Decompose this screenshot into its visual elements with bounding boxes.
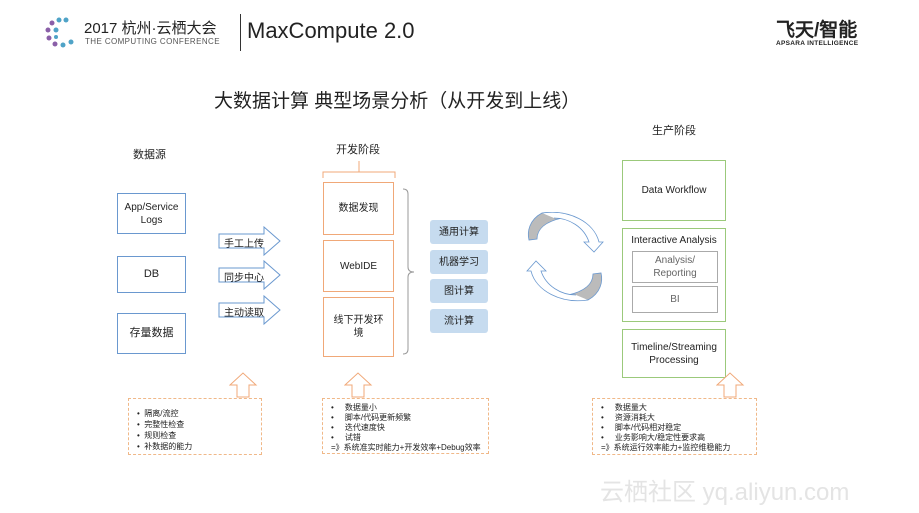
note-item: • 业务影响大/稳定性要求高 bbox=[601, 433, 706, 442]
note-item: • 隔离/流控 bbox=[137, 409, 179, 418]
note-summary: =》系统准实时能力+开发效率+Debug效率 bbox=[331, 443, 481, 452]
dev-data-discovery: 数据发现 bbox=[323, 182, 394, 235]
header-divider bbox=[240, 14, 241, 51]
conference-subtitle: THE COMPUTING CONFERENCE bbox=[85, 37, 220, 46]
conference-title: 2017 杭州·云栖大会 bbox=[84, 20, 217, 37]
dev-bracket bbox=[322, 161, 396, 178]
compute-general: 通用计算 bbox=[430, 220, 488, 244]
dev-webide: WebIDE bbox=[323, 240, 394, 292]
arrow-up-icon bbox=[716, 372, 745, 398]
brand-logo: 飞天/智能 bbox=[776, 20, 858, 41]
source-db: DB bbox=[117, 256, 186, 293]
note-item: • 完整性检查 bbox=[137, 420, 185, 429]
note-item: • 规则检查 bbox=[137, 431, 177, 440]
prod-notes: • 数据量大 • 资源消耗大 • 脚本/代码相对稳定 • 业务影响大/稳定性要求… bbox=[592, 398, 757, 455]
cycle-arrows-icon bbox=[526, 212, 604, 302]
ingest-manual-upload: 手工上传 bbox=[224, 239, 264, 250]
arrow-right-icon bbox=[218, 226, 281, 257]
note-item: • 数据量小 bbox=[331, 403, 377, 412]
dev-offline-env: 线下开发环境 bbox=[323, 297, 394, 357]
source-stock-data: 存量数据 bbox=[117, 313, 186, 354]
dev-stage-label: 开发阶段 bbox=[336, 144, 380, 156]
note-item: • 脚本/代码更新频繁 bbox=[331, 413, 412, 422]
dev-notes: • 数据量小 • 脚本/代码更新频繁 • 迭代速度快 • 试错 =》系统准实时能… bbox=[322, 398, 489, 454]
note-item: • 资源消耗大 bbox=[601, 413, 655, 422]
prod-analysis-reporting: Analysis/ Reporting bbox=[632, 251, 718, 283]
conference-logo-icon bbox=[45, 17, 74, 48]
brand-subtitle: APSARA INTELLIGENCE bbox=[776, 40, 859, 47]
compute-graph: 图计算 bbox=[430, 279, 488, 303]
note-item: • 迭代速度快 bbox=[331, 423, 385, 432]
interactive-analysis-label: Interactive Analysis bbox=[631, 235, 717, 246]
prod-data-workflow: Data Workflow bbox=[622, 160, 726, 221]
sources-label: 数据源 bbox=[133, 149, 166, 161]
curly-brace bbox=[402, 188, 415, 355]
compute-ml: 机器学习 bbox=[430, 250, 488, 274]
note-summary: =》系统运行效率能力+监控维稳能力 bbox=[601, 443, 731, 452]
slide-title: 大数据计算 典型场景分析（从开发到上线） bbox=[214, 91, 581, 112]
source-app-logs: App/Service Logs bbox=[117, 193, 186, 234]
ingest-active-read: 主动读取 bbox=[224, 308, 264, 319]
note-item: • 试错 bbox=[331, 433, 361, 442]
note-item: • 数据量大 bbox=[601, 403, 647, 412]
ingest-arrows bbox=[218, 226, 281, 326]
ingest-sync-center: 同步中心 bbox=[224, 273, 264, 284]
arrow-right-icon bbox=[218, 259, 281, 291]
arrow-up-icon bbox=[229, 372, 258, 398]
watermark: 云栖社区 yq.aliyun.com bbox=[600, 479, 850, 506]
prod-stage-label: 生产阶段 bbox=[652, 125, 696, 137]
prod-bi: BI bbox=[632, 286, 718, 313]
note-item: • 补数据的能力 bbox=[137, 442, 193, 451]
product-title: MaxCompute 2.0 bbox=[247, 18, 415, 43]
prod-streaming: Timeline/Streaming Processing bbox=[622, 329, 726, 378]
arrow-up-icon bbox=[344, 372, 373, 398]
prod-interactive-analysis: Interactive Analysis bbox=[622, 228, 726, 322]
compute-stream: 流计算 bbox=[430, 309, 488, 333]
note-item: • 脚本/代码相对稳定 bbox=[601, 423, 682, 432]
arrow-right-icon bbox=[218, 294, 281, 326]
source-notes: • 隔离/流控 • 完整性检查 • 规则检查 • 补数据的能力 bbox=[128, 398, 262, 455]
